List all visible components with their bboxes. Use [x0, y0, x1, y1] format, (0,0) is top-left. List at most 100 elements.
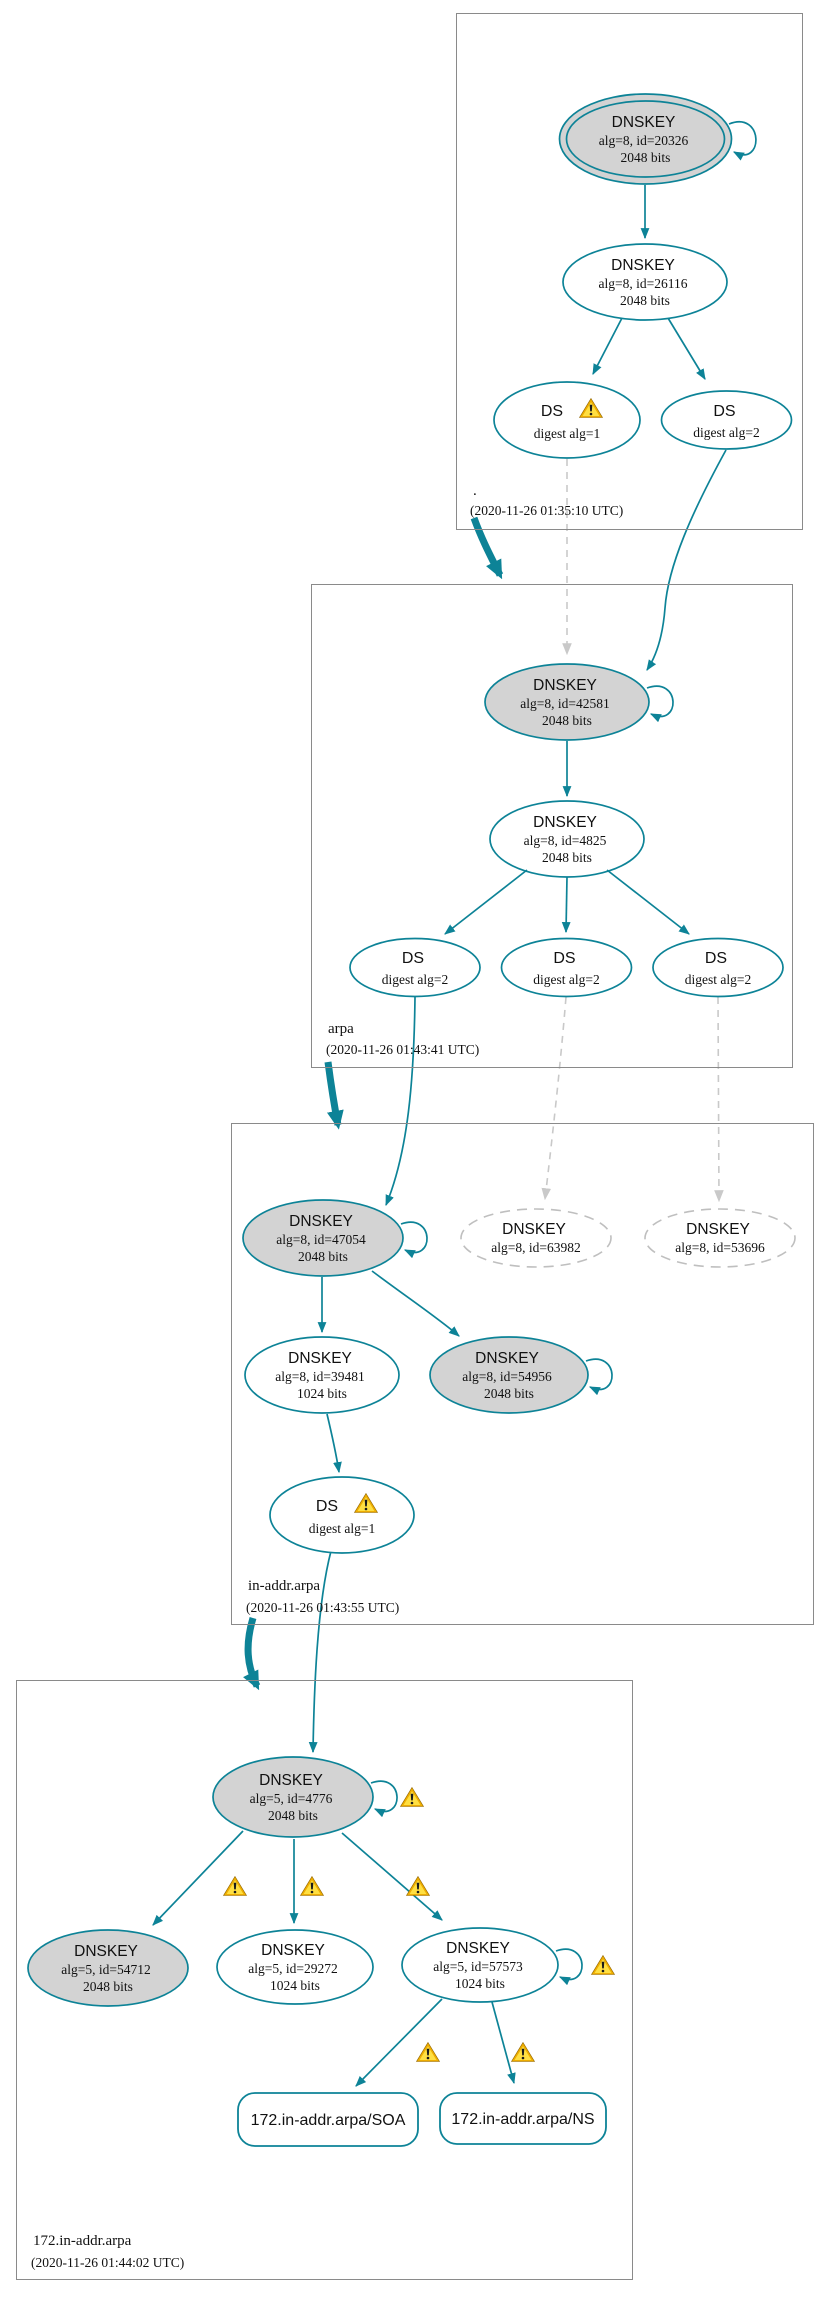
- edge-key57573-to-soa: [355, 1998, 443, 2087]
- zone-inaddr-cluster: in-addr.arpa (2020-11-26 01:43:55 UTC) D…: [231, 1123, 814, 1625]
- dnskey-node-39481[interactable]: DNSKEY alg=8, id=39481 1024 bits: [244, 1336, 400, 1414]
- ds-link-arpa-ds2-to-key63982-dashed: [541, 996, 567, 1201]
- warning-icon: [406, 1876, 430, 1896]
- dnskey-ellipse: [212, 1756, 374, 1838]
- dnskey-ellipse-inner: [565, 100, 726, 178]
- ds-link-arpa-ds3-to-key53696-dashed: [714, 996, 724, 1203]
- ds-node-arpa-1[interactable]: DS digest alg=2: [349, 937, 481, 998]
- dnskey-ellipse: [216, 1929, 374, 2005]
- dnskey-29272-label: DNSKEY alg=5, id=29272 1024 bits: [248, 1942, 341, 1993]
- zone-arpa-label: arpa: [328, 1021, 354, 1037]
- dnskey-ellipse: [562, 243, 728, 321]
- dnskey-ellipse-dashed: [644, 1208, 796, 1268]
- ds-link-inaddr-ds-to-172-ksk: [308, 1550, 332, 1754]
- zone-172-timestamp: (2020-11-26 01:44:02 UTC): [31, 2255, 184, 2270]
- dnskey-node-42581[interactable]: DNSKEY alg=8, id=42581 2048 bits: [484, 663, 650, 741]
- warning-icon: [223, 1876, 247, 1896]
- dnskey-node-63982-missing[interactable]: DNSKEY alg=8, id=63982: [460, 1208, 612, 1268]
- edge-zsk4825-to-ds1: [444, 869, 528, 935]
- edge-zsk39481-to-ds: [326, 1413, 342, 1474]
- ds-root-alg2-label: DS digest alg=2: [693, 403, 759, 440]
- dnskey-ellipse: [429, 1336, 589, 1414]
- dnskey-39481-label: DNSKEY alg=8, id=39481 1024 bits: [275, 1350, 368, 1401]
- edge-key57573-to-ns: [491, 2001, 516, 2085]
- zone-arpa-cluster: arpa (2020-11-26 01:43:41 UTC) DNSKEY al…: [311, 584, 793, 1068]
- dnskey-ellipse: [27, 1929, 189, 2007]
- delegation-arrow-inaddr-to-172: [243, 1617, 261, 1691]
- warning-icon: [511, 2042, 535, 2062]
- ds-link-root-ds2-to-arpa-ksk: [646, 449, 727, 671]
- warning-icon: [400, 1787, 424, 1807]
- ds-ellipse: [269, 1476, 415, 1554]
- self-sign-loop-key-57573: [555, 1948, 583, 1986]
- dnskey-54956-label: DNSKEY alg=8, id=54956 2048 bits: [462, 1350, 555, 1401]
- dnskey-54712-label: DNSKEY alg=5, id=54712 2048 bits: [61, 1943, 154, 1994]
- dnskey-ellipse: [242, 1199, 404, 1277]
- zone-root-border: [456, 13, 803, 530]
- rrset-ns-label: 172.in-addr.arpa/NS: [451, 2111, 594, 2128]
- dnskey-node-20326[interactable]: DNSKEY alg=8, id=20326 2048 bits: [558, 93, 733, 185]
- dnskey-47054-label: DNSKEY alg=8, id=47054 2048 bits: [276, 1213, 369, 1264]
- dnskey-node-4776[interactable]: DNSKEY alg=5, id=4776 2048 bits: [212, 1756, 374, 1838]
- zone-172-cluster: 172.in-addr.arpa (2020-11-26 01:44:02 UT…: [16, 1680, 633, 2280]
- dnskey-node-57573[interactable]: DNSKEY alg=5, id=57573 1024 bits: [401, 1927, 559, 2003]
- rrset-node-soa[interactable]: 172.in-addr.arpa/SOA: [237, 2092, 419, 2147]
- dnskey-node-54712[interactable]: DNSKEY alg=5, id=54712 2048 bits: [27, 1929, 189, 2007]
- dnskey-node-53696-missing[interactable]: DNSKEY alg=8, id=53696: [644, 1208, 796, 1268]
- dnskey-57573-label: DNSKEY alg=5, id=57573 1024 bits: [433, 1940, 526, 1991]
- edge-zsk4825-to-ds2: [561, 876, 571, 934]
- zone-root-cluster: . (2020-11-26 01:35:10 UTC) DNSKEY alg=8…: [456, 13, 803, 530]
- dnskey-ellipse: [244, 1336, 400, 1414]
- warning-icon: [416, 2042, 440, 2062]
- dnskey-ellipse-dashed: [460, 1208, 612, 1268]
- zone-arpa-timestamp: (2020-11-26 01:43:41 UTC): [326, 1042, 479, 1057]
- dnskey-node-4825[interactable]: DNSKEY alg=8, id=4825 2048 bits: [489, 800, 645, 878]
- self-sign-loop-ksk-42581: [646, 685, 674, 723]
- zone-inaddr-label: in-addr.arpa: [248, 1578, 320, 1594]
- ds-arpa-2-label: DS digest alg=2: [533, 950, 599, 987]
- warning-icon: [300, 1876, 324, 1896]
- zone-inaddr-border: [231, 1123, 814, 1625]
- dnskey-20326-label: DNSKEY alg=8, id=20326 2048 bits: [599, 114, 692, 165]
- self-sign-loop-ksk-4776: [370, 1780, 398, 1818]
- zone-172-label: 172.in-addr.arpa: [33, 2233, 132, 2249]
- rrset-node-ns[interactable]: 172.in-addr.arpa/NS: [439, 2092, 607, 2145]
- ds-ellipse: [500, 937, 633, 998]
- ds-ellipse: [660, 390, 793, 450]
- ds-node-arpa-3[interactable]: DS digest alg=2: [652, 937, 784, 998]
- edge-ksk47054-to-key54956: [371, 1270, 460, 1337]
- ds-link-arpa-ds1-to-inaddr-ksk: [385, 996, 416, 1207]
- ds-ellipse: [652, 937, 784, 998]
- dnskey-63982-label: DNSKEY alg=8, id=63982: [491, 1221, 580, 1255]
- dnskey-4776-label: DNSKEY alg=5, id=4776 2048 bits: [250, 1772, 337, 1823]
- dnskey-node-29272[interactable]: DNSKEY alg=5, id=29272 1024 bits: [216, 1929, 374, 2005]
- rrset-box: [237, 2092, 419, 2147]
- zone-inaddr-timestamp: (2020-11-26 01:43:55 UTC): [246, 1600, 399, 1615]
- ds-node-root-alg2[interactable]: DS digest alg=2: [660, 390, 793, 450]
- ds-node-root-alg1[interactable]: DS digest alg=1: [493, 381, 641, 459]
- dnskey-node-26116[interactable]: DNSKEY alg=8, id=26116 2048 bits: [562, 243, 728, 321]
- ds-node-inaddr-alg1[interactable]: DS digest alg=1: [269, 1476, 415, 1554]
- zone-root-label: .: [473, 483, 477, 499]
- ds-node-arpa-2[interactable]: DS digest alg=2: [500, 937, 633, 998]
- zone-172-border: [16, 1680, 633, 2280]
- ds-arpa-1-label: DS digest alg=2: [382, 950, 448, 987]
- edge-zsk26116-to-ds1: [592, 317, 623, 375]
- self-sign-loop-key-54956: [585, 1358, 613, 1396]
- dnskey-node-47054[interactable]: DNSKEY alg=8, id=47054 2048 bits: [242, 1199, 404, 1277]
- ds-ellipse: [349, 937, 481, 998]
- dnskey-53696-label: DNSKEY alg=8, id=53696: [675, 1221, 765, 1255]
- edge-ksk4776-to-key57573: [341, 1832, 443, 1921]
- rrset-box: [439, 2092, 607, 2145]
- zone-arpa-border: [311, 584, 793, 1068]
- dnskey-ellipse: [401, 1927, 559, 2003]
- dnskey-node-54956[interactable]: DNSKEY alg=8, id=54956 2048 bits: [429, 1336, 589, 1414]
- rrset-soa-label: 172.in-addr.arpa/SOA: [251, 2112, 406, 2129]
- warning-icon: [591, 1955, 615, 1975]
- dnskey-ellipse-outer: [558, 93, 733, 185]
- edge-zsk4825-to-ds3: [606, 869, 690, 935]
- ds-inaddr-label: DS digest alg=1: [309, 1498, 375, 1536]
- dnskey-26116-label: DNSKEY alg=8, id=26116 2048 bits: [599, 257, 692, 308]
